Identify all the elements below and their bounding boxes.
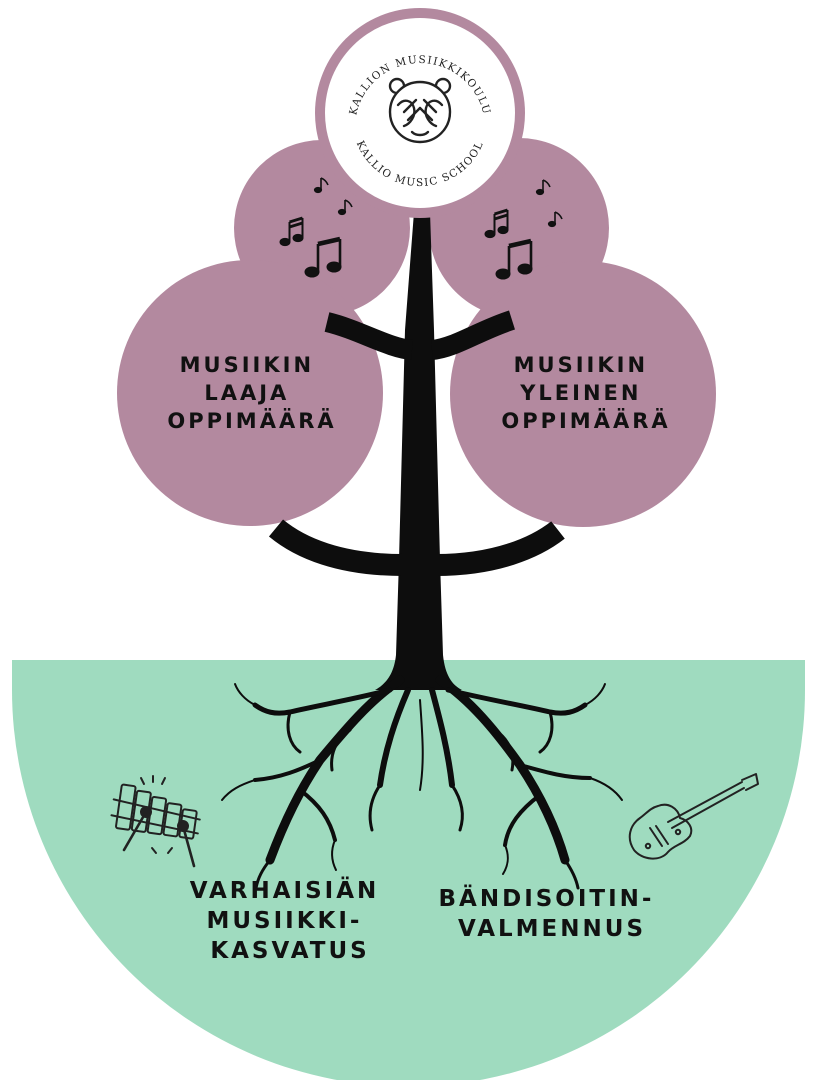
school-logo: KALLION MUSIIKKIKOULU KALLIO MUSIC SCHOO…: [315, 8, 525, 218]
ground-semicircle: [12, 660, 805, 1080]
right-branch-label: MUSIIKIN YLEINEN OPPIMÄÄRÄ: [501, 353, 670, 433]
left-root-label: VARHAISIÄN MUSIIKKI- KASVATUS: [190, 876, 391, 964]
